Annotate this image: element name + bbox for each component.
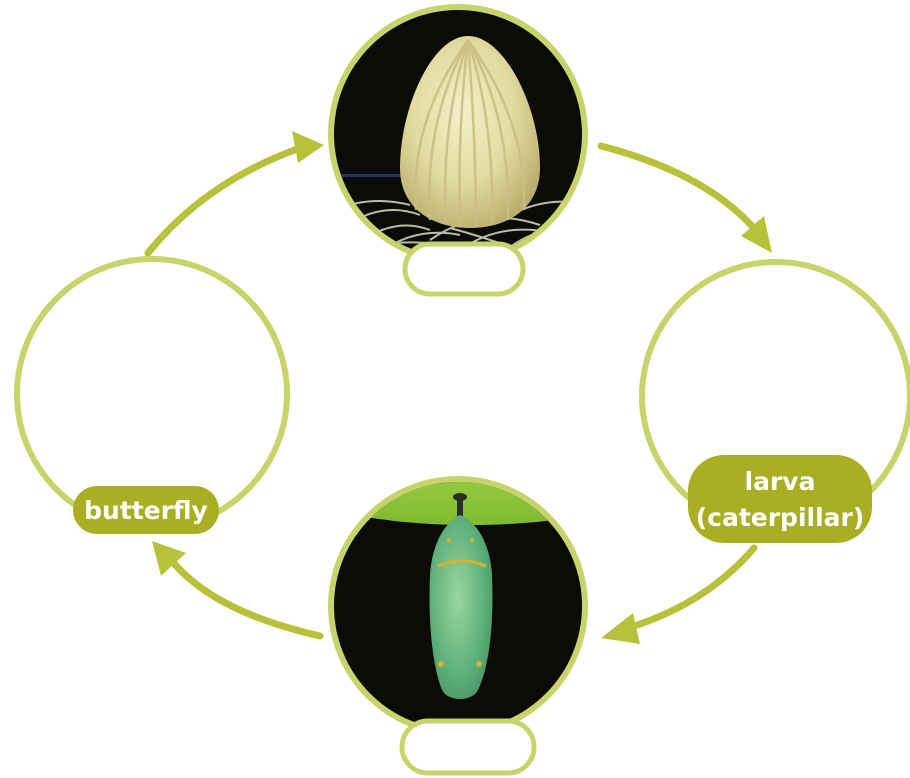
stage-butterfly: butterfly bbox=[17, 259, 287, 534]
larva-label-line2: (caterpillar) bbox=[696, 503, 865, 532]
arrow-butterfly-to-egg bbox=[148, 148, 300, 253]
chrysalis-shape bbox=[430, 515, 493, 699]
arrow-head-pupa bbox=[601, 613, 640, 644]
arrow-pupa-to-butterfly bbox=[172, 561, 320, 636]
stage-larva: larva (caterpillar) bbox=[642, 262, 910, 543]
stage-pupa bbox=[270, 415, 670, 773]
egg-label-pill bbox=[405, 244, 523, 294]
larva-label-line1: larva bbox=[745, 467, 816, 496]
arrow-larva-to-pupa bbox=[628, 548, 754, 628]
butterfly-label: butterfly bbox=[84, 496, 208, 525]
arrow-head-egg bbox=[292, 131, 324, 163]
pupa-label-pill bbox=[402, 721, 534, 773]
stage-egg bbox=[320, 0, 600, 294]
monarch-egg-photo bbox=[320, 0, 600, 270]
chrysalis-photo bbox=[270, 415, 670, 740]
arrow-egg-to-larva bbox=[601, 146, 752, 226]
